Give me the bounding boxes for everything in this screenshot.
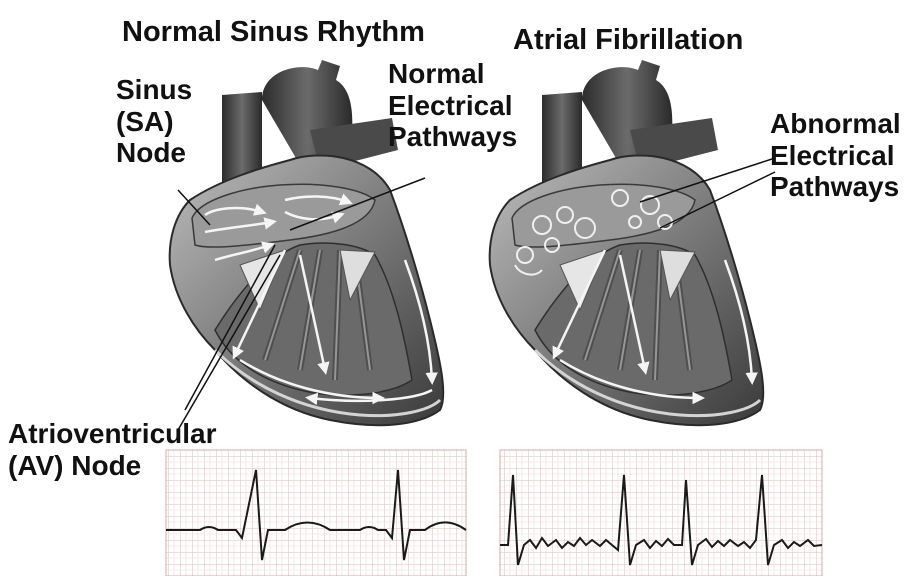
ecg-strip-afib xyxy=(500,450,822,576)
label-av-node: Atrioventricular (AV) Node xyxy=(8,418,217,481)
label-abnormal-pathways: Abnormal Electrical Pathways xyxy=(770,108,901,203)
panel-title-afib: Atrial Fibrillation xyxy=(513,24,743,57)
label-sa-node: Sinus (SA) Node xyxy=(116,74,192,169)
panel-title-normal: Normal Sinus Rhythm xyxy=(122,16,425,49)
label-normal-pathways: Normal Electrical Pathways xyxy=(388,58,517,153)
heart-afib xyxy=(490,60,775,425)
